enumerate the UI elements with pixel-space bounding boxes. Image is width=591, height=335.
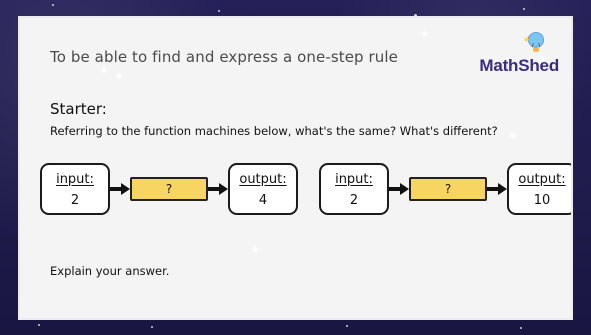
brand-name: MathShed (479, 56, 559, 75)
starter-label: Starter: (50, 100, 107, 118)
arrow-right-icon (110, 183, 130, 195)
background-star (414, 14, 417, 17)
balloon-icon (524, 31, 545, 52)
arrow-right-icon (208, 183, 228, 195)
mathshed-logo: MathShed (459, 30, 559, 78)
background-star (38, 324, 40, 326)
arrow-right-icon (487, 183, 507, 195)
background-star (218, 10, 220, 12)
slide-card: ✦ ✦ ✦ ✦ ✦ ✦ To be able to find and expre… (18, 16, 573, 320)
sparkle-icon: ✦ (99, 63, 110, 77)
output-value: 4 (258, 193, 268, 208)
page-title: To be able to find and express a one-ste… (50, 48, 399, 66)
function-machine-right: input: 2 ? output: 10 (319, 163, 571, 221)
rule-box: ? (130, 177, 208, 201)
sparkle-icon: ✦ (114, 69, 125, 83)
input-box: input: 2 (40, 163, 110, 215)
output-label: output: (518, 172, 566, 187)
background-star (151, 326, 153, 328)
rule-box: ? (409, 177, 487, 201)
background-star (52, 4, 54, 6)
output-value: 10 (533, 193, 551, 208)
sparkle-icon: ✦ (508, 129, 519, 143)
starter-question: Referring to the function machines below… (50, 124, 498, 138)
sparkle-icon: ✦ (250, 243, 261, 257)
input-label: input: (56, 172, 94, 187)
background-star (520, 327, 522, 329)
input-box: input: 2 (319, 163, 389, 215)
input-label: input: (335, 172, 373, 187)
output-label: output: (239, 172, 287, 187)
background-star (346, 325, 348, 327)
prompt-text: Explain your answer. (50, 264, 170, 278)
function-machine-left: input: 2 ? output: 4 (40, 163, 298, 221)
arrow-right-icon (389, 183, 409, 195)
sparkle-icon: ✦ (420, 27, 431, 41)
input-value: 2 (349, 193, 359, 208)
output-box: output: 10 (507, 163, 571, 215)
sparkle-icon: ✦ (537, 53, 548, 67)
background-star (523, 8, 525, 10)
output-box: output: 4 (228, 163, 298, 215)
input-value: 2 (70, 193, 80, 208)
